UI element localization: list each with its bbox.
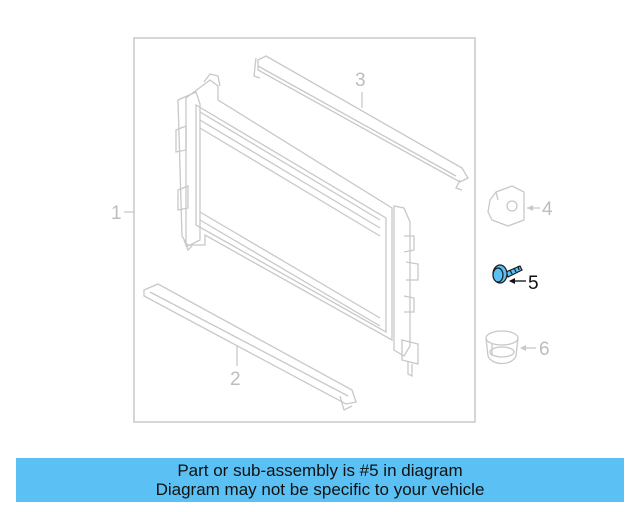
- callout-6[interactable]: 6: [539, 339, 550, 360]
- callout-5[interactable]: 5: [528, 273, 539, 294]
- callout-2[interactable]: 2: [230, 369, 241, 390]
- mount-bracket: [487, 185, 525, 227]
- radiator-assembly-frame: [133, 37, 476, 423]
- callout-1[interactable]: 1: [111, 203, 122, 224]
- callout-4-arrow: [527, 205, 533, 211]
- banner-line-2: Diagram may not be specific to your vehi…: [155, 480, 485, 499]
- grommet: [485, 330, 519, 365]
- banner-line-1: Part or sub-assembly is #5 in diagram: [177, 461, 463, 480]
- upper-seal: [253, 55, 469, 191]
- callout-3[interactable]: 3: [355, 70, 366, 91]
- radiator-core: [175, 73, 419, 378]
- callout-6-arrow: [520, 345, 526, 351]
- parts-diagram: 1 3 2: [111, 37, 553, 423]
- callout-4[interactable]: 4: [542, 199, 553, 220]
- info-banner: Part or sub-assembly is #5 in diagram Di…: [16, 458, 624, 502]
- lower-seal: [143, 283, 357, 411]
- callout-5-arrow: [509, 278, 515, 284]
- bolt-part-5[interactable]: [492, 264, 523, 284]
